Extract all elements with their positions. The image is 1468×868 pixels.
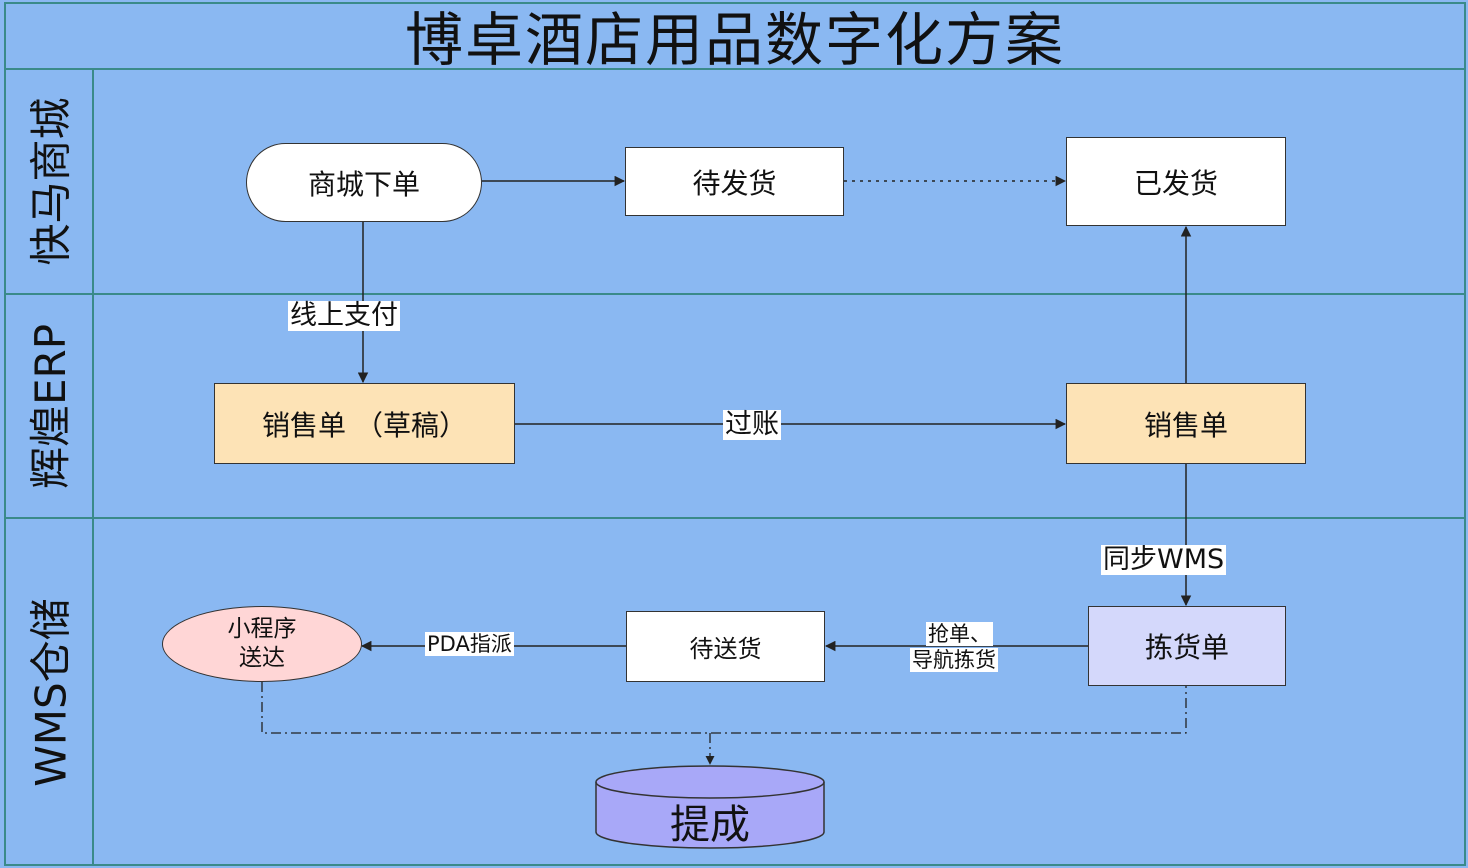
lane-divider-2 bbox=[4, 517, 1466, 519]
lane-divider-1 bbox=[4, 293, 1466, 295]
edge-label-online-pay: 线上支付 bbox=[288, 300, 400, 331]
edge-label-pda-assign: PDA指派 bbox=[425, 632, 514, 656]
edge-label-grab-line1: 抢单、 bbox=[926, 622, 993, 646]
edge-label-post: 过账 bbox=[723, 409, 781, 440]
node-miniprogram-line1: 小程序 bbox=[227, 616, 297, 642]
node-miniprogram-line2: 送达 bbox=[239, 645, 285, 671]
diagram-title: 博卓酒店用品数字化方案 bbox=[404, 6, 1065, 74]
node-pick-order: 拣货单 bbox=[1088, 606, 1286, 686]
node-sales-order: 销售单 bbox=[1066, 383, 1306, 464]
commission-cylinder bbox=[595, 765, 825, 849]
diagram-frame bbox=[4, 2, 1466, 866]
edge-commission-merge bbox=[261, 682, 1187, 734]
edge-label-grab-line2: 导航拣货 bbox=[910, 648, 998, 672]
node-pending-ship: 待发货 bbox=[625, 147, 844, 216]
lane-label-divider bbox=[92, 68, 94, 866]
node-shipped: 已发货 bbox=[1066, 137, 1286, 226]
node-mall-order: 商城下单 bbox=[246, 143, 482, 222]
node-sales-draft: 销售单 （草稿） bbox=[214, 383, 515, 464]
title-divider bbox=[4, 68, 1466, 70]
edge-label-sync-wms: 同步WMS bbox=[1101, 544, 1227, 575]
node-commission: 提成 bbox=[670, 802, 750, 848]
node-pending-delivery: 待送货 bbox=[626, 611, 825, 682]
node-miniprogram-delivery: 小程序 送达 bbox=[162, 606, 362, 682]
